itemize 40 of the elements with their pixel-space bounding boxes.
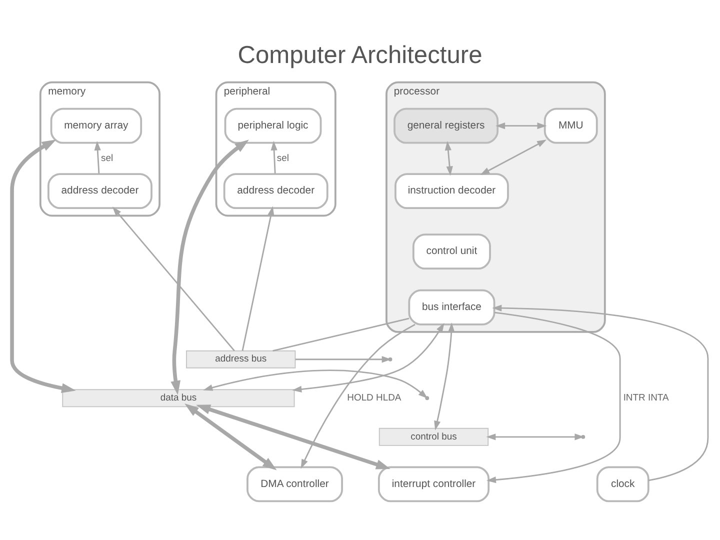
node-box: general registers (394, 107, 499, 144)
arrow (203, 369, 428, 398)
arrow (444, 140, 453, 176)
node-box: address decoder (223, 172, 328, 209)
node-box: peripheral logic (224, 107, 322, 144)
arrow (94, 140, 101, 174)
arrow (434, 322, 455, 430)
edge-label: HOLD HLDA (347, 392, 402, 404)
arrow (10, 139, 76, 393)
arrow (492, 304, 709, 481)
connector (272, 317, 410, 352)
node-box: MMU (544, 107, 598, 144)
arrow (170, 139, 249, 394)
arrow (292, 322, 444, 392)
arrow (480, 139, 547, 175)
node-box: address bus (186, 350, 296, 368)
node-box: control unit (412, 233, 491, 270)
arrow (486, 433, 584, 440)
arrow (112, 206, 235, 351)
edge-label: sel (276, 152, 289, 164)
edge-label: sel (101, 152, 114, 164)
arrow (270, 140, 278, 174)
arrow (242, 206, 274, 350)
arrow (295, 356, 392, 362)
node-box: interrupt controller (378, 466, 490, 502)
node-box: memory array (50, 107, 142, 144)
node-box: instruction decoder (394, 172, 509, 209)
node-box: control bus (378, 427, 489, 446)
arrow (196, 404, 390, 469)
node-box: address decoder (48, 172, 152, 209)
arrow (184, 403, 277, 470)
arrow (300, 323, 416, 468)
arrow (496, 122, 547, 129)
node-box: data bus (62, 388, 295, 407)
node-box: bus interface (408, 288, 496, 325)
diagram-title: Computer Architecture (238, 42, 482, 69)
arrow (486, 311, 621, 483)
edge-label: INTR INTA (623, 392, 669, 404)
node-box: clock (596, 466, 650, 502)
node-box: DMA controller (246, 466, 343, 502)
